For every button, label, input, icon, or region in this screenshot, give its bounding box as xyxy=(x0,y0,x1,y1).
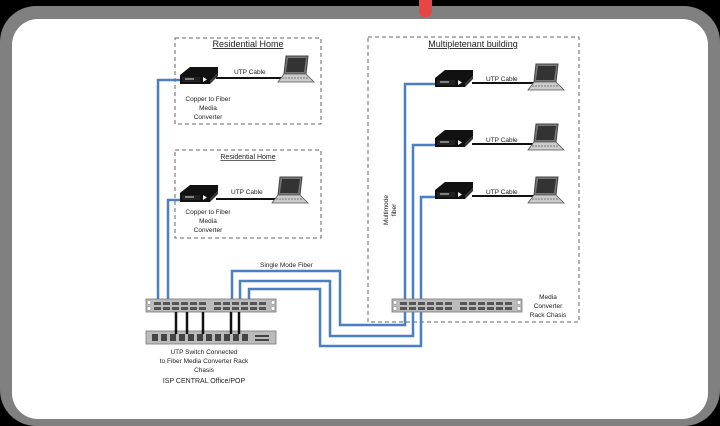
media-converter-unit-3 xyxy=(434,181,474,200)
recording-indicator xyxy=(419,0,432,17)
diagram-canvas xyxy=(12,19,708,419)
single-mode-fiber-label: Single Mode Fiber xyxy=(260,262,314,269)
multimode-fiber-2 xyxy=(411,143,437,300)
converter-label-home-2-line-1: Copper to Fiber xyxy=(185,209,231,216)
utp-label-home-1: UTP Cable xyxy=(234,69,266,76)
rack-label-line-3: Rack Chasis xyxy=(530,312,567,319)
laptop-home-1 xyxy=(277,55,315,83)
media-converter-home-2 xyxy=(179,184,219,203)
laptop-home-2 xyxy=(271,176,309,204)
converter-label-home-2-line-2: Media xyxy=(199,218,217,225)
switch-label-line-2: to Fiber Media Converter Rack xyxy=(160,358,249,365)
media-converter-rack-chassis xyxy=(391,298,523,313)
rack-label-line-1: Media xyxy=(539,294,557,301)
converter-label-home-2-line-3: Converter xyxy=(194,227,223,234)
multitenant-building-title: Multipletenant building xyxy=(428,39,518,49)
central-office-label: ISP CENTRAL Office/POP xyxy=(163,378,246,385)
switch-label-line-3: Chasis xyxy=(194,367,215,374)
multimode-fiber-label-line-2: fiber xyxy=(391,203,398,216)
fiber-line-home-2 xyxy=(166,198,182,300)
multimode-fiber-label-line-1: Multimode xyxy=(383,195,390,225)
rack-label-line-2: Converter xyxy=(534,303,563,310)
multitenant-building-region xyxy=(367,36,580,323)
converter-label-home-1-line-2: Media xyxy=(199,105,217,112)
media-converter-unit-2 xyxy=(434,129,474,148)
converter-label-home-1-line-3: Converter xyxy=(194,114,223,121)
laptop-unit-1 xyxy=(527,63,565,91)
fiber-line-home-1 xyxy=(156,78,182,300)
single-mode-fiber-1 xyxy=(230,269,407,327)
residential-home-2-title: Residential Home xyxy=(220,154,275,161)
network-diagram: Residential Home Residential Home Multip… xyxy=(145,36,580,385)
single-mode-fiber-2 xyxy=(238,279,415,338)
single-mode-fiber-3 xyxy=(247,287,423,348)
utp-label-unit-3: UTP Cable xyxy=(486,189,518,196)
converter-label-home-1-line-1: Copper to Fiber xyxy=(185,96,231,103)
residential-home-1-title: Residential Home xyxy=(212,39,283,49)
multimode-fiber-1 xyxy=(403,82,437,300)
co-fiber-patch-panel xyxy=(145,298,277,313)
media-converter-home-1 xyxy=(179,66,219,85)
laptop-unit-3 xyxy=(527,176,565,204)
utp-switch xyxy=(145,330,277,345)
utp-label-unit-1: UTP Cable xyxy=(486,76,518,83)
multimode-fiber-3 xyxy=(419,195,437,300)
switch-label-line-1: UTP Switch Connected xyxy=(170,349,237,356)
utp-label-home-2: UTP Cable xyxy=(231,189,263,196)
media-converter-unit-1 xyxy=(434,69,474,88)
residential-home-2-region xyxy=(174,149,322,239)
utp-label-unit-2: UTP Cable xyxy=(486,137,518,144)
laptop-unit-2 xyxy=(527,123,565,151)
